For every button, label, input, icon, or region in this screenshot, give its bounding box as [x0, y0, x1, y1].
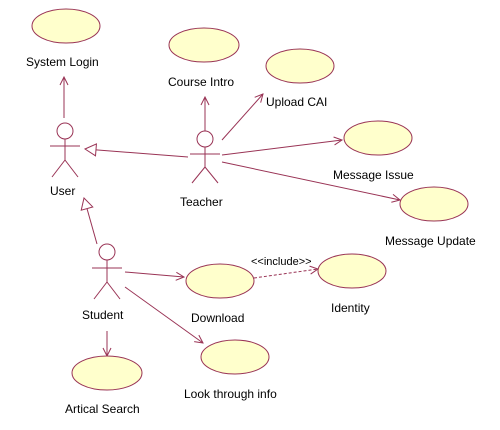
edge-teacher-message-issue — [221, 140, 342, 156]
edge-student-look-through-info — [124, 286, 203, 343]
edge-download-include-identity — [253, 269, 318, 279]
edge-student-user-generalization — [80, 196, 98, 245]
actor-teacher[interactable]: Teacher — [180, 130, 223, 209]
artical-search-label: Artical Search — [65, 402, 140, 416]
course-intro-label: Course Intro — [168, 75, 234, 89]
teacher-label: Teacher — [180, 195, 223, 209]
use-case-upload-cai[interactable]: Upload CAI — [265, 48, 335, 109]
use-case-course-intro[interactable]: Course Intro — [168, 27, 240, 89]
message-issue-label: Message Issue — [333, 168, 414, 182]
use-case-look-through-info[interactable]: Look through info — [184, 339, 277, 401]
upload-cai-label: Upload CAI — [266, 95, 327, 109]
actor-user[interactable]: User — [50, 122, 80, 198]
edge-teacher-message-update — [221, 161, 400, 200]
edge-teacher-upload-cai — [221, 94, 263, 141]
identity-label: Identity — [331, 301, 370, 315]
edge-student-download — [124, 271, 184, 277]
use-case-message-issue[interactable]: Message Issue — [333, 120, 414, 182]
actor-student[interactable]: Student — [82, 243, 124, 322]
download-label: Download — [191, 311, 244, 325]
look-through-info-label: Look through info — [184, 387, 277, 401]
student-label: Student — [82, 308, 124, 322]
include-stereotype-label: <<include>> — [251, 256, 312, 268]
use-case-identity[interactable]: Identity — [317, 253, 387, 315]
use-case-message-update[interactable]: Message Update — [385, 186, 476, 248]
message-update-label: Message Update — [385, 234, 476, 248]
system-login-label: System Login — [26, 55, 99, 69]
use-case-system-login[interactable]: System Login — [26, 8, 101, 69]
use-case-download[interactable]: Download — [185, 263, 255, 325]
edge-teacher-user-generalization — [83, 143, 189, 158]
user-label: User — [50, 184, 75, 198]
use-case-artical-search[interactable]: Artical Search — [65, 355, 143, 416]
